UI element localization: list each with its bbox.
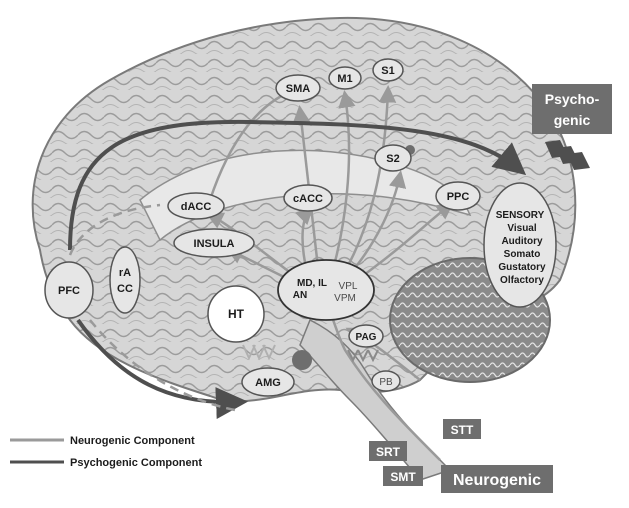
region-s2: S2 bbox=[374, 144, 412, 172]
psychogenic-pathways bbox=[68, 119, 527, 420]
legend-neurogenic-label: Neurogenic Component bbox=[70, 435, 195, 447]
sensory-item: Somato bbox=[504, 249, 541, 260]
tract-stt-label: STT bbox=[451, 423, 474, 437]
neurogenic-input-box: Neurogenic bbox=[441, 465, 553, 493]
tract-srt-box: SRT bbox=[369, 441, 407, 461]
thalamus-lateral-label-1: VPL bbox=[339, 281, 358, 292]
region-racc-label-1: rA bbox=[119, 267, 131, 279]
sensory-item: Olfactory bbox=[500, 275, 544, 286]
tract-smt-box: SMT bbox=[383, 466, 423, 486]
thalamus-medial-label-2: AN bbox=[293, 290, 307, 301]
region-racc: rA CC bbox=[109, 246, 141, 314]
tract-srt-label: SRT bbox=[376, 445, 401, 459]
region-pfc-label: PFC bbox=[58, 285, 80, 297]
region-pb-label: PB bbox=[379, 377, 393, 388]
thalamus-medial-label-1: MD, IL bbox=[297, 278, 327, 289]
region-insula-label: INSULA bbox=[194, 238, 235, 250]
region-m1-label: M1 bbox=[337, 73, 352, 85]
region-ppc: PPC bbox=[435, 181, 481, 211]
psychogenic-label-1: Psycho- bbox=[545, 91, 600, 107]
pag-output-arrows-icon bbox=[347, 349, 379, 363]
region-m1: M1 bbox=[328, 66, 362, 90]
brainstem bbox=[299, 318, 452, 481]
region-racc-label-2: CC bbox=[117, 283, 133, 295]
tract-stt-box: STT bbox=[443, 419, 481, 439]
sensory-title: SENSORY bbox=[496, 210, 545, 221]
region-sma: SMA bbox=[275, 74, 321, 102]
region-pfc: PFC bbox=[44, 261, 94, 319]
region-s1: S1 bbox=[372, 58, 404, 82]
region-ppc-label: PPC bbox=[447, 191, 470, 203]
region-cacc: cACC bbox=[283, 184, 333, 212]
region-ht: HT bbox=[207, 285, 265, 343]
region-dacc: dACC bbox=[167, 192, 225, 220]
region-sma-label: SMA bbox=[286, 83, 311, 95]
tract-smt-label: SMT bbox=[390, 470, 416, 484]
region-cacc-label: cACC bbox=[293, 193, 323, 205]
sensory-item: Gustatory bbox=[498, 262, 546, 273]
legend: Neurogenic Component Psychogenic Compone… bbox=[10, 435, 202, 469]
region-insula: INSULA bbox=[173, 228, 255, 258]
region-amg-label: AMG bbox=[255, 377, 281, 389]
sensory-item: Auditory bbox=[501, 236, 543, 247]
psychogenic-input-box: Psycho- genic bbox=[532, 84, 612, 134]
region-pag-label: PAG bbox=[356, 332, 377, 343]
region-dacc-label: dACC bbox=[181, 201, 212, 213]
sensory-item: Visual bbox=[507, 223, 536, 234]
psychogenic-input-arrow-icon bbox=[545, 140, 590, 170]
region-pag: PAG bbox=[348, 324, 384, 348]
thalamus-lateral-label-2: VPM bbox=[334, 293, 356, 304]
region-amg: AMG bbox=[241, 367, 295, 397]
region-s2-label: S2 bbox=[386, 153, 399, 165]
region-s1-label: S1 bbox=[381, 65, 394, 77]
psychogenic-label-2: genic bbox=[554, 112, 591, 128]
region-pb: PB bbox=[371, 370, 401, 392]
sensory-cortex: SENSORY Visual Auditory Somato Gustatory… bbox=[483, 182, 557, 308]
legend-psychogenic-label: Psychogenic Component bbox=[70, 457, 202, 469]
ht-output-arrows-icon bbox=[242, 344, 276, 361]
region-ht-label: HT bbox=[228, 307, 245, 321]
neurogenic-label: Neurogenic bbox=[453, 472, 541, 489]
region-thalamus: MD, IL AN VPL VPM bbox=[277, 259, 375, 321]
